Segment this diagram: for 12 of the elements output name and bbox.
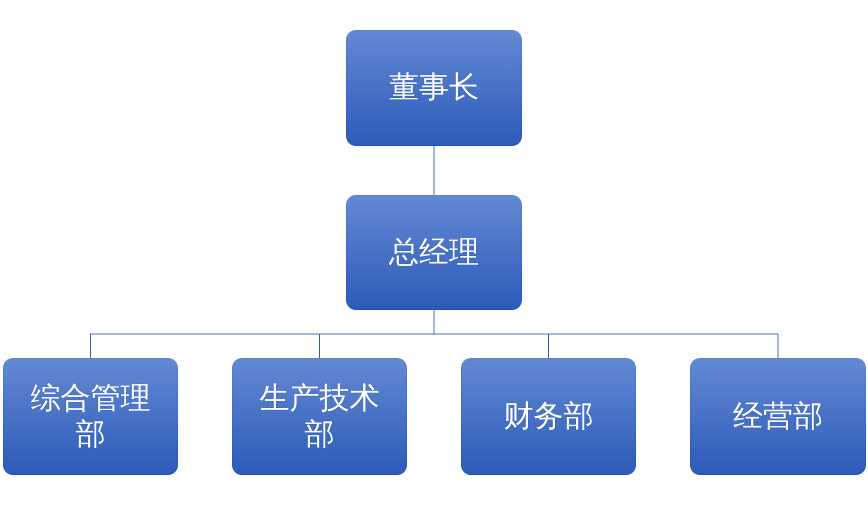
- department-name: 综合管理部: [30, 380, 152, 452]
- department-name: 生产技术部: [258, 380, 380, 452]
- org-box: [690, 358, 866, 475]
- department-name: 董事长: [389, 70, 479, 106]
- department-name: 总经理: [389, 234, 479, 270]
- org-box: [461, 358, 636, 475]
- department-name: 财务部: [504, 398, 594, 434]
- department-name: 经营部: [733, 398, 823, 434]
- org-box: [346, 195, 522, 310]
- org-box: [346, 30, 522, 146]
- org-box: [3, 358, 178, 475]
- org-box: [232, 358, 407, 475]
